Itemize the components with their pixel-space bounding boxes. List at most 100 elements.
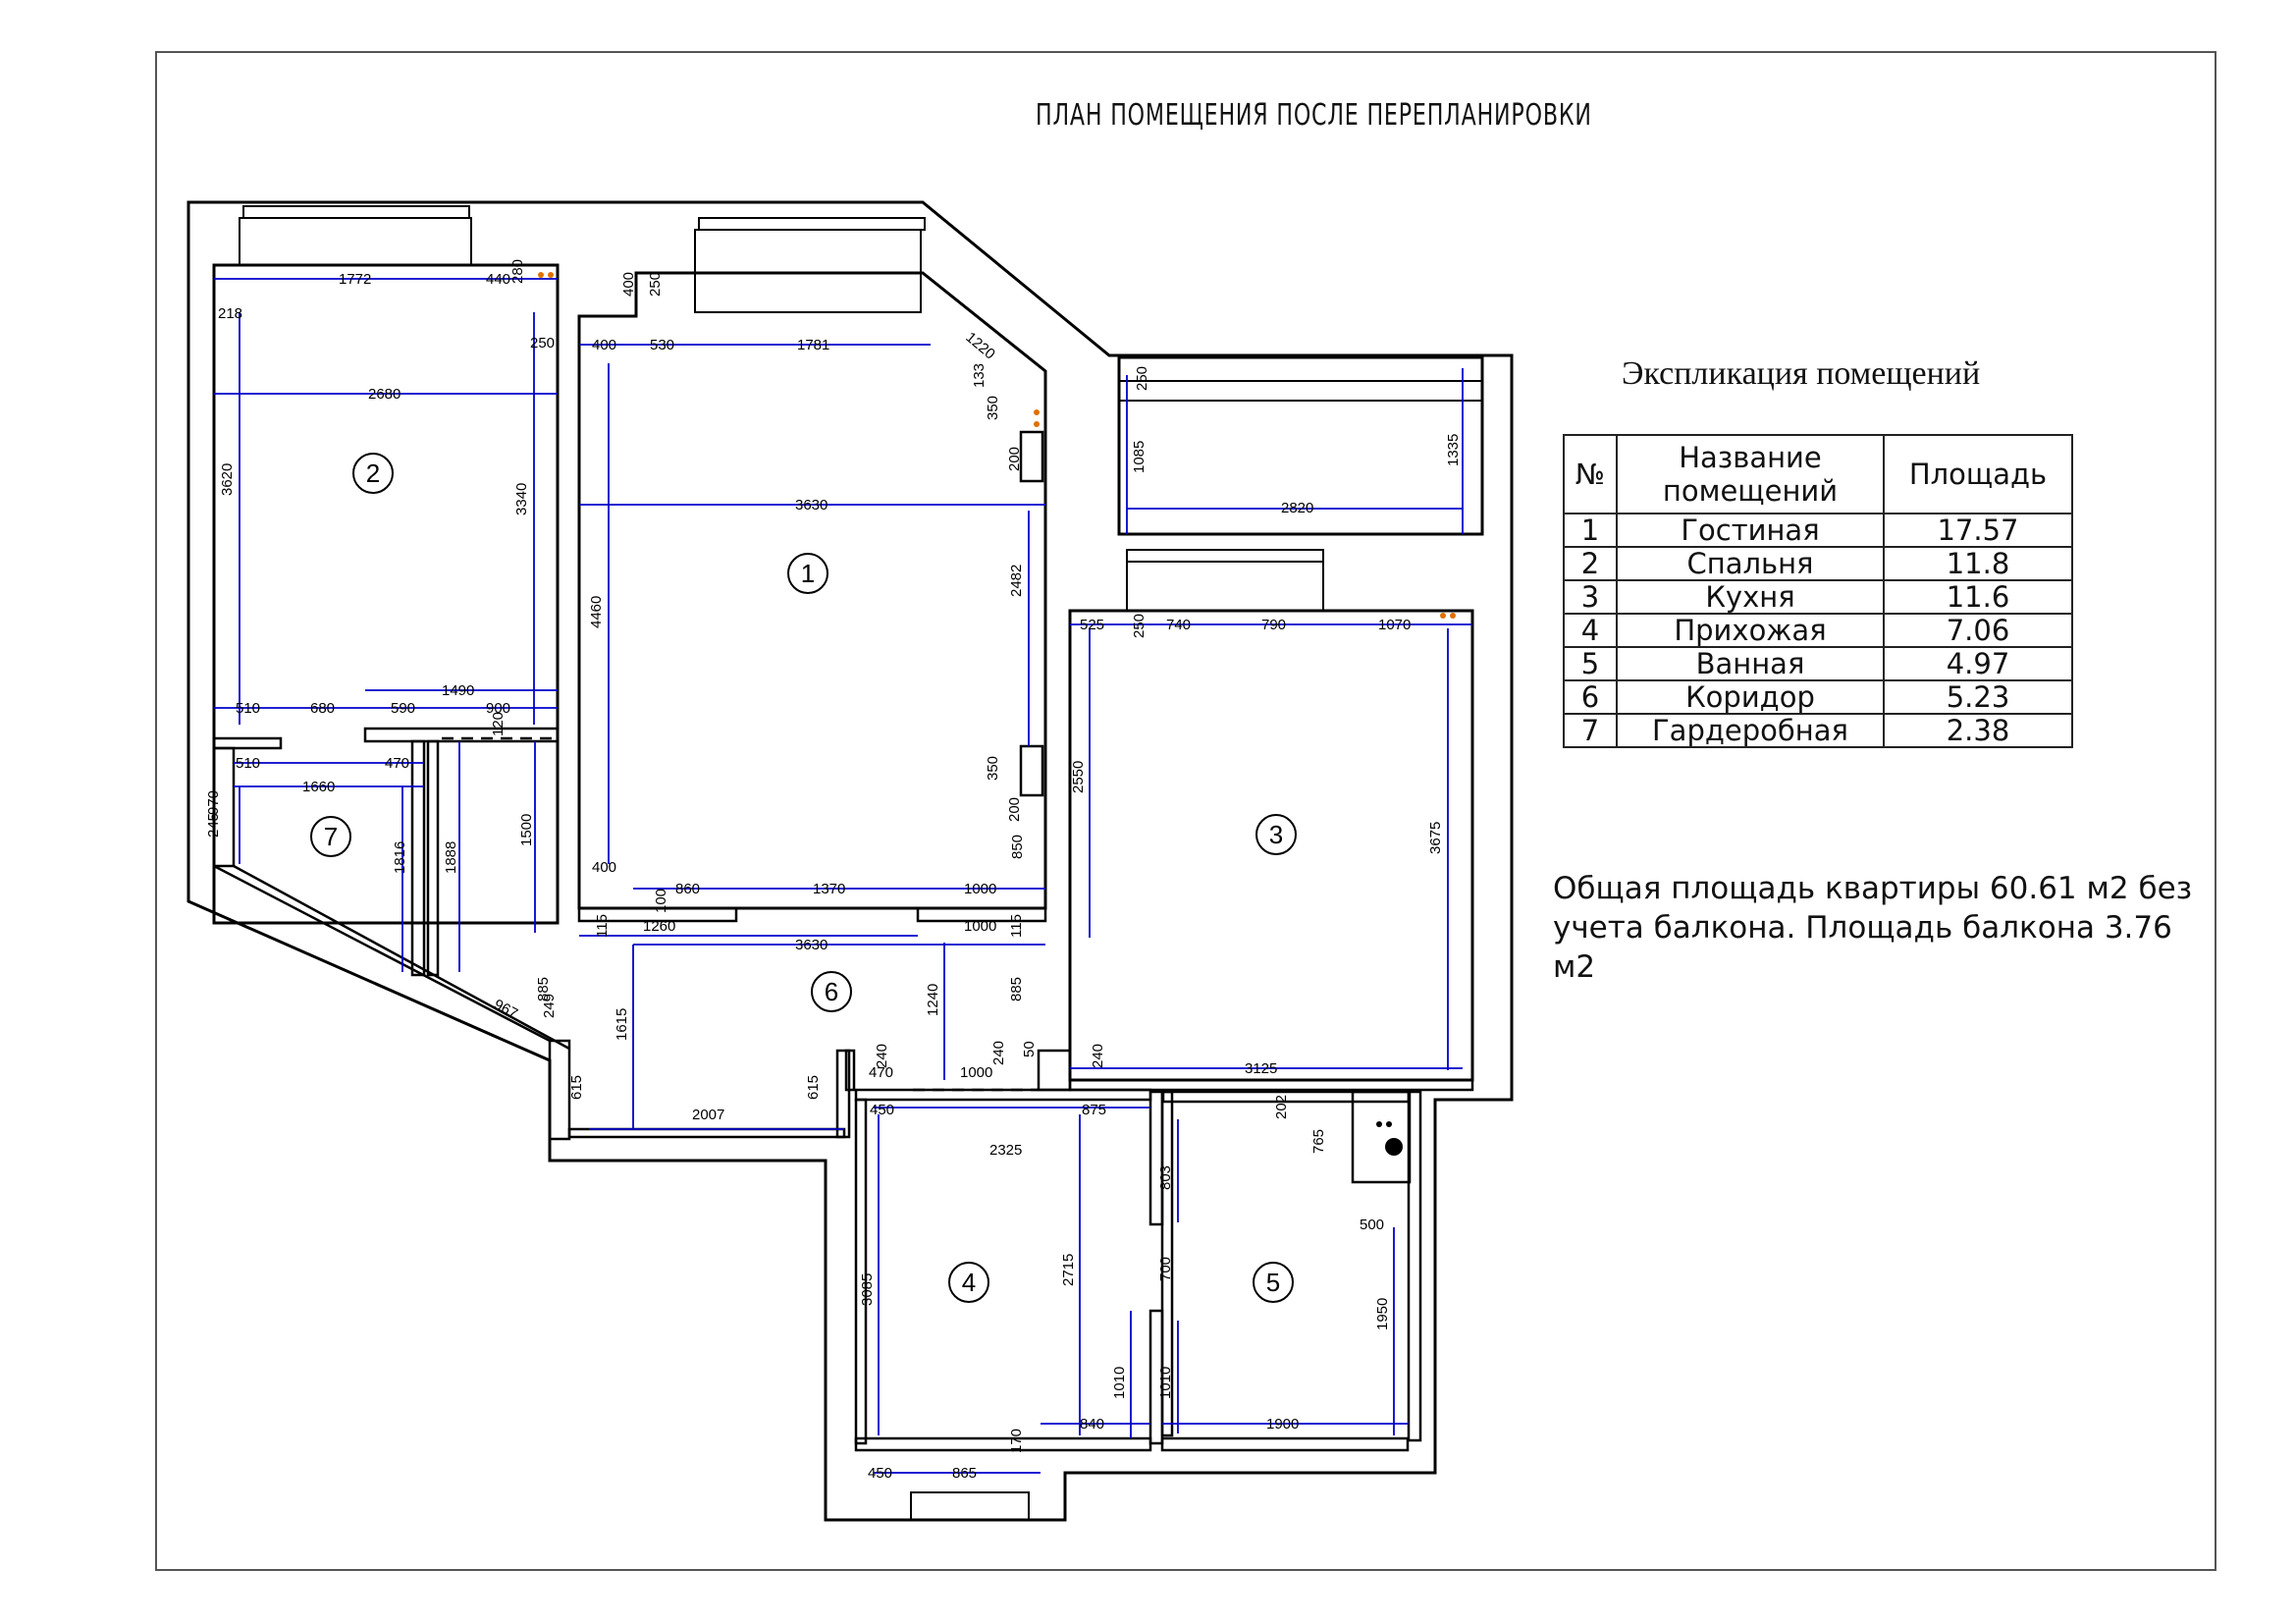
row-name: Спальня (1616, 546, 1885, 581)
dim-1000a: 1000 (964, 881, 996, 897)
dim-470: 470 (385, 755, 409, 772)
dim-700: 700 (1157, 1257, 1174, 1281)
dim-3630b: 3630 (795, 937, 828, 953)
dimension-lines (214, 278, 1472, 1474)
drawing-frame (155, 51, 2216, 1571)
table-row: 5 Ванная 4.97 (1563, 646, 2073, 681)
dim-1010b: 1010 (1157, 1367, 1174, 1399)
dim-100: 100 (653, 889, 669, 913)
dim-4460: 4460 (588, 596, 605, 628)
row-area: 11.8 (1883, 546, 2073, 581)
fixtures (538, 272, 1456, 1156)
row-num: 3 (1563, 579, 1618, 615)
dim-2482: 2482 (1008, 565, 1025, 597)
dim-3620: 3620 (219, 463, 236, 496)
dim-803: 803 (1157, 1165, 1174, 1190)
dim-840: 840 (1080, 1416, 1104, 1433)
row-num: 7 (1563, 713, 1618, 748)
dim-250c: 250 (1134, 366, 1150, 391)
dim-2007: 2007 (692, 1107, 724, 1123)
dim-50: 50 (1021, 1041, 1038, 1057)
dim-1010a: 1010 (1111, 1367, 1128, 1399)
dim-615a: 615 (568, 1075, 585, 1100)
room-number-5: 5 (1266, 1268, 1280, 1297)
dim-2715: 2715 (1060, 1254, 1077, 1286)
dim-860: 860 (675, 881, 700, 897)
dim-500: 500 (1360, 1217, 1384, 1233)
dim-1500: 1500 (518, 814, 535, 846)
dim-865: 865 (952, 1465, 977, 1482)
row-name: Прихожая (1616, 613, 1885, 648)
dim-680: 680 (310, 700, 335, 717)
dim-3340: 3340 (513, 483, 530, 515)
dim-765: 765 (1310, 1129, 1327, 1154)
row-name: Коридор (1616, 679, 1885, 715)
plan-title: ПЛАН ПОМЕЩЕНИЯ ПОСЛЕ ПЕРЕПЛАНИРОВКИ (1036, 98, 1592, 133)
dim-1660: 1660 (302, 779, 335, 795)
room-number-3: 3 (1269, 820, 1283, 849)
dim-133: 133 (971, 363, 988, 388)
table-row: 3 Кухня 11.6 (1563, 579, 2073, 615)
dim-3675: 3675 (1427, 822, 1444, 854)
dim-400c: 400 (592, 859, 616, 876)
room-number-1: 1 (801, 559, 815, 588)
dim-970: 970 (205, 790, 222, 815)
dim-885a: 885 (535, 977, 552, 1001)
balcony (1117, 355, 1484, 536)
room-number-7: 7 (324, 822, 338, 851)
dim-2820: 2820 (1281, 500, 1313, 516)
row-num: 5 (1563, 646, 1618, 681)
header-num: № (1563, 434, 1618, 514)
table-row: 7 Гардеробная 2.38 (1563, 713, 2073, 748)
dim-3630a: 3630 (795, 497, 828, 514)
dim-440: 440 (486, 271, 510, 288)
dim-3125: 3125 (1245, 1060, 1277, 1077)
dim-250a: 250 (530, 335, 555, 352)
row-name: Гардеробная (1616, 713, 1885, 748)
table-row: 6 Коридор 5.23 (1563, 679, 2073, 715)
row-name: Кухня (1616, 579, 1885, 615)
dim-245: 245 (205, 813, 222, 838)
dim-400a: 400 (620, 272, 637, 297)
explication-header-row: № Название помещений Площадь (1563, 434, 2073, 514)
dim-200b: 200 (1006, 797, 1023, 822)
row-name: Ванная (1616, 646, 1885, 681)
dim-1781: 1781 (797, 337, 829, 353)
dim-350a: 350 (985, 396, 1001, 420)
dim-450a: 450 (870, 1102, 894, 1118)
dim-1335: 1335 (1445, 434, 1462, 466)
dim-1888: 1888 (443, 841, 459, 874)
dim-1260: 1260 (643, 918, 675, 935)
dim-510a: 510 (236, 700, 260, 717)
row-num: 6 (1563, 679, 1618, 715)
dim-1615: 1615 (614, 1008, 630, 1041)
dim-525: 525 (1080, 617, 1104, 633)
room-number-4: 4 (962, 1268, 976, 1297)
header-name: Название помещений (1616, 434, 1885, 514)
room-markers (310, 453, 1297, 1303)
room-number-6: 6 (825, 977, 838, 1006)
dim-218: 218 (218, 305, 242, 322)
row-num: 4 (1563, 613, 1618, 648)
dim-450b: 450 (868, 1465, 892, 1482)
dim-1370: 1370 (813, 881, 845, 897)
table-row: 1 Гостиная 17.57 (1563, 513, 2073, 548)
row-area: 7.06 (1883, 613, 2073, 648)
dim-1816: 1816 (392, 841, 408, 874)
row-num: 1 (1563, 513, 1618, 548)
windows (239, 205, 1483, 1521)
row-num: 2 (1563, 546, 1618, 581)
door-openings (442, 736, 1039, 1092)
dim-850: 850 (1009, 835, 1026, 859)
total-area-note: Общая площадь квартиры 60.61 м2 без учет… (1553, 871, 2193, 985)
table-row: 4 Прихожая 7.06 (1563, 613, 2073, 648)
row-area: 4.97 (1883, 646, 2073, 681)
table-row: 2 Спальня 11.8 (1563, 546, 2073, 581)
dim-1000c: 1000 (960, 1064, 992, 1081)
row-area: 5.23 (1883, 679, 2073, 715)
dim-115a: 115 (594, 914, 611, 938)
dim-900: 900 (486, 700, 510, 717)
dim-240a: 240 (874, 1044, 890, 1068)
row-name: Гостиная (1616, 513, 1885, 548)
